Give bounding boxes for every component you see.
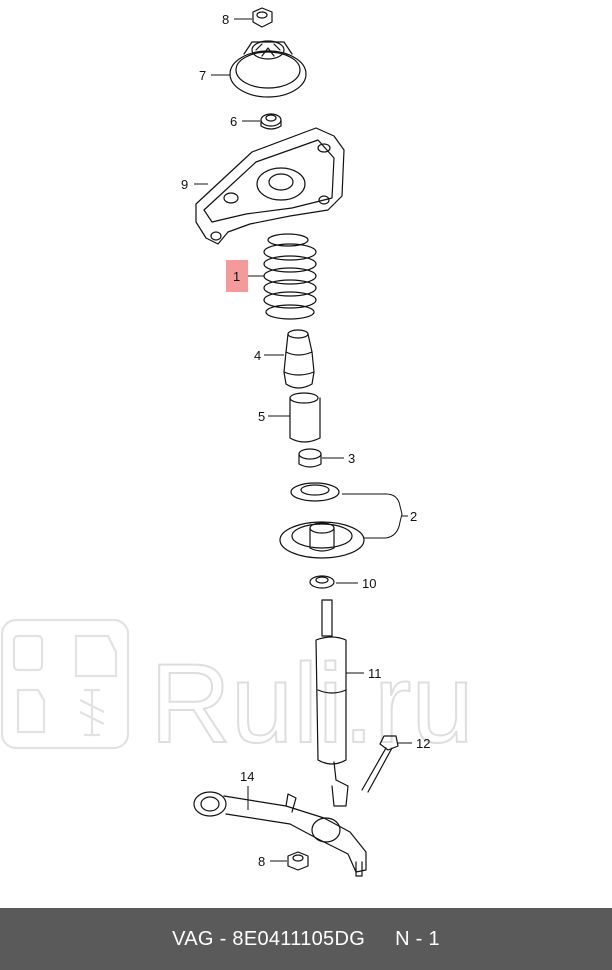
part-11-shock-absorber xyxy=(315,599,364,807)
callout-9: 9 xyxy=(181,177,188,192)
part-3-spacer xyxy=(298,448,344,468)
part-8-bottom-nut xyxy=(270,851,309,871)
callout-11: 11 xyxy=(368,666,382,681)
footer-part-code: VAG - 8E0411105DG xyxy=(172,927,366,950)
part-8-top-nut xyxy=(234,7,273,28)
part-5-protective-tube xyxy=(268,392,321,443)
callout-7: 7 xyxy=(199,68,206,83)
part-10-washer xyxy=(309,575,358,589)
part-4-bump-stop xyxy=(264,329,315,389)
watermark-lamp-icon xyxy=(12,634,44,672)
watermark: Ruli.ru xyxy=(0,618,475,767)
part-14-control-arm xyxy=(193,786,367,877)
watermark-shock-icon xyxy=(79,688,105,737)
callout-1: 1 xyxy=(233,269,240,284)
callout-6: 6 xyxy=(230,114,237,129)
footer-position: N - 1 xyxy=(395,927,440,950)
highlight-marker xyxy=(226,260,248,292)
callout-4: 4 xyxy=(254,348,261,363)
part-9-strut-bracket xyxy=(194,127,345,245)
part-6-washer xyxy=(242,113,282,130)
callout-2: 2 xyxy=(410,509,417,524)
callout-8-bottom: 8 xyxy=(258,854,265,869)
callout-3: 3 xyxy=(348,451,355,466)
callout-10: 10 xyxy=(362,576,376,591)
footer-bar: VAG - 8E0411105DG N - 1 xyxy=(0,908,612,970)
watermark-logo-frame xyxy=(0,618,130,750)
watermark-oil-icon xyxy=(16,688,46,734)
part-1-coil-spring xyxy=(226,233,317,320)
callout-14: 14 xyxy=(240,769,254,784)
part-2-spring-seat xyxy=(279,482,408,559)
callout-8-top: 8 xyxy=(222,12,229,27)
exploded-parts-diagram: Ruli.ru xyxy=(0,7,475,877)
callout-5: 5 xyxy=(258,409,265,424)
part-7-top-mount-cap xyxy=(211,40,307,98)
watermark-text: Ruli.ru xyxy=(150,641,474,766)
watermark-door-icon xyxy=(74,634,118,678)
part-12-bolt xyxy=(361,735,412,793)
callout-12: 12 xyxy=(416,736,430,751)
